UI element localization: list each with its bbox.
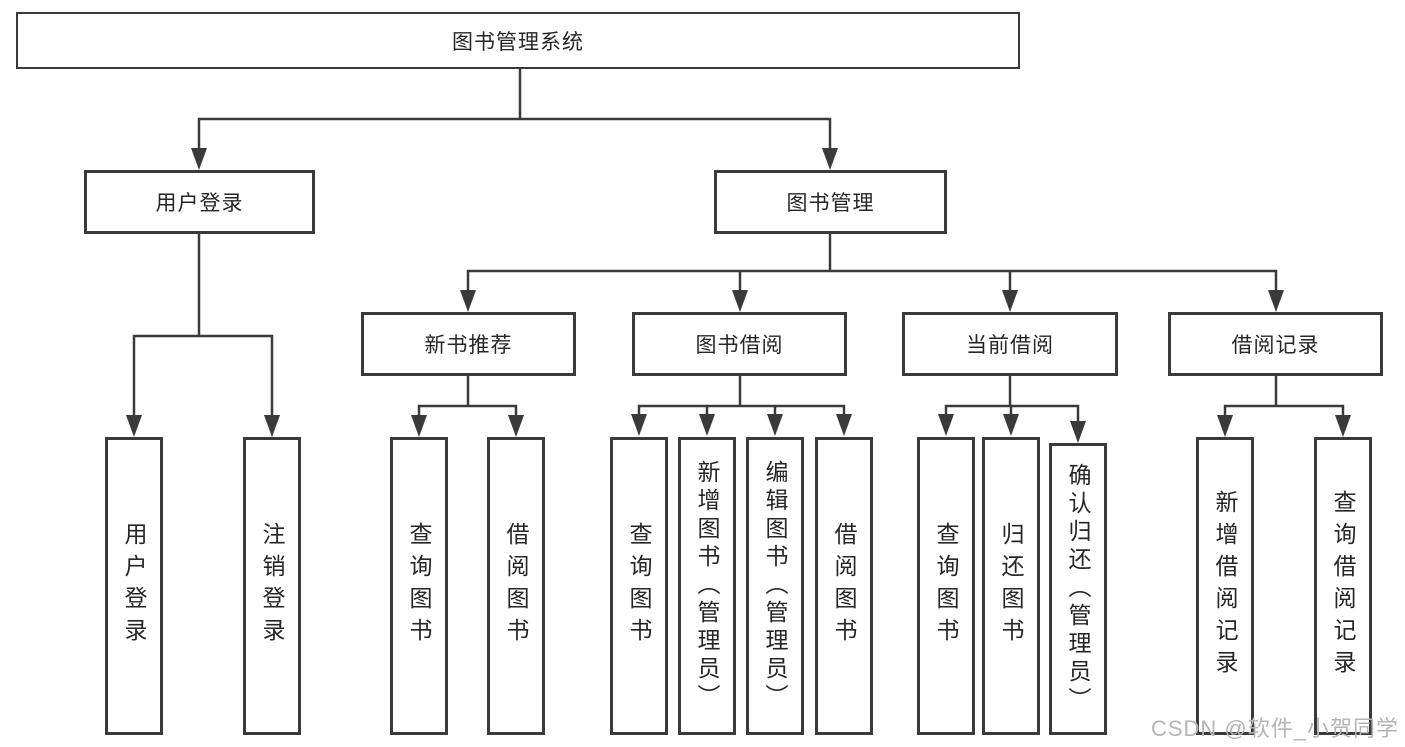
watermark: CSDN @软件_小贺同学 — [1150, 716, 1399, 741]
arrow-down-icon — [1070, 421, 1086, 443]
connector-recommend-to-leaves — [417, 376, 518, 416]
leaf-edit-books-admin: 编辑图书（管理员） — [746, 437, 804, 735]
leaf-query-borrow-record: 查询借阅记录 — [1314, 437, 1372, 735]
arrow-down-icon — [732, 290, 748, 312]
leaf-confirm-return-admin: 确认归还（管理员） — [1049, 443, 1107, 735]
arrow-down-icon — [938, 414, 954, 436]
node-user-login: 用户登录 — [84, 170, 315, 234]
arrow-down-icon — [699, 414, 715, 436]
leaf-borrow-books-recommend: 借阅图书 — [487, 437, 545, 735]
leaf-logout: 注销登录 — [243, 437, 301, 735]
arrow-down-icon — [264, 415, 280, 437]
leaf-return-books: 归还图书 — [982, 437, 1040, 735]
node-book-borrow: 图书借阅 — [632, 312, 847, 376]
arrow-down-icon — [836, 414, 852, 436]
leaf-query-books-borrow: 查询图书 — [610, 437, 668, 735]
leaf-query-books-current: 查询图书 — [917, 437, 975, 735]
node-borrow-records: 借阅记录 — [1168, 312, 1383, 376]
leaf-add-borrow-record: 新增借阅记录 — [1196, 437, 1254, 735]
node-book-management: 图书管理 — [714, 170, 947, 234]
arrow-down-icon — [411, 415, 427, 437]
arrow-down-icon — [1002, 290, 1018, 312]
arrow-down-icon — [1217, 415, 1233, 437]
arrow-down-icon — [631, 414, 647, 436]
arrow-down-icon — [508, 415, 524, 437]
node-root-library-system: 图书管理系统 — [16, 12, 1020, 69]
connector-bookmanage-to-level3 — [466, 234, 1278, 291]
arrow-down-icon — [822, 148, 838, 170]
connector-root-to-level2 — [197, 68, 832, 150]
arrow-down-icon — [1335, 415, 1351, 437]
connector-borrow-to-leaves — [637, 376, 846, 415]
arrow-down-icon — [1268, 290, 1284, 312]
leaf-borrow-books: 借阅图书 — [815, 437, 873, 735]
leaf-user-login: 用户登录 — [105, 437, 163, 735]
arrow-down-icon — [191, 148, 207, 170]
connector-current-to-leaves — [944, 376, 1080, 422]
arrow-down-icon — [1003, 414, 1019, 436]
leaf-add-books-admin: 新增图书（管理员） — [678, 437, 736, 735]
arrow-down-icon — [126, 415, 142, 437]
leaf-query-books-recommend: 查询图书 — [390, 437, 448, 735]
connector-records-to-leaves — [1223, 376, 1345, 416]
node-current-borrow: 当前借阅 — [902, 312, 1118, 376]
arrow-down-icon — [767, 414, 783, 436]
arrow-down-icon — [460, 290, 476, 312]
connector-userlogin-to-leaves — [132, 234, 274, 416]
node-new-book-recommend: 新书推荐 — [361, 312, 576, 376]
